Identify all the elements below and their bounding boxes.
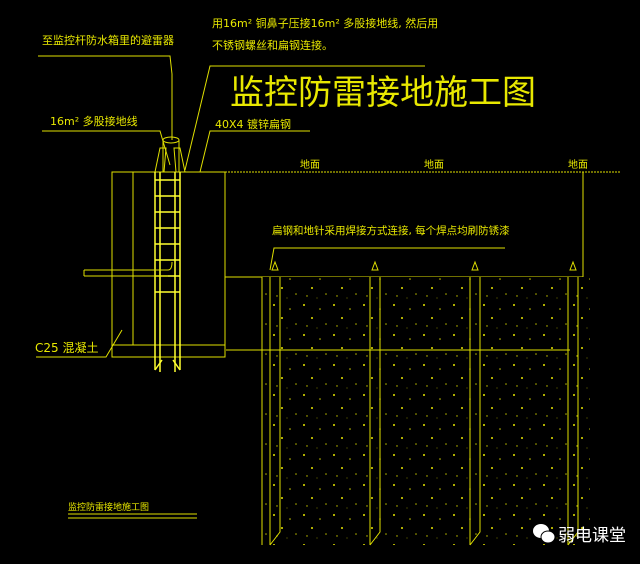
note-top-line1: 用16m² 铜鼻子压接16m² 多股接地线, 然后用 (212, 16, 438, 30)
leader-flat-steel (199, 130, 310, 173)
ground-rod (567, 260, 579, 546)
concrete-foundation (111, 171, 226, 358)
drawing-title: 监控防雷接地施工图 (230, 73, 536, 113)
soil-lines (226, 277, 570, 545)
leader-top-note (184, 65, 425, 171)
label-arrester: 至监控杆防水箱里的避雷器 (42, 33, 174, 47)
soil-area (262, 277, 590, 545)
note-top-line2: 不锈钢螺丝和扁钢连接。 (212, 39, 333, 52)
pole (154, 136, 186, 173)
label-flat-steel: 40X4 镀锌扁钢 (215, 117, 291, 131)
ground-label-3: 地面 (568, 158, 588, 171)
ground-label-1: 地面 (300, 158, 320, 171)
leader-weld (269, 247, 505, 271)
leader-concrete (36, 329, 123, 358)
ground-rod (269, 260, 281, 546)
label-concrete: C25 混凝土 (35, 340, 98, 355)
ground-rod (369, 260, 381, 546)
wechat-icon (533, 524, 556, 544)
ground-rod (469, 260, 481, 546)
leader-arrester (38, 55, 173, 140)
label-ground-wire: 16m² 多股接地线 (50, 114, 138, 128)
ground-rods (269, 260, 579, 546)
horizontal-pipe (83, 261, 173, 277)
caption-underline (68, 513, 197, 519)
watermark-text: 弱电课堂 (558, 526, 626, 546)
caption: 监控防雷接地施工图 (68, 501, 149, 513)
rebar-cage (154, 172, 181, 372)
note-weld: 扁钢和地针采用焊接方式连接, 每个焊点均刷防锈漆 (272, 224, 510, 237)
ground-label-2: 地面 (424, 158, 444, 171)
leader-ground-wire (42, 130, 171, 166)
